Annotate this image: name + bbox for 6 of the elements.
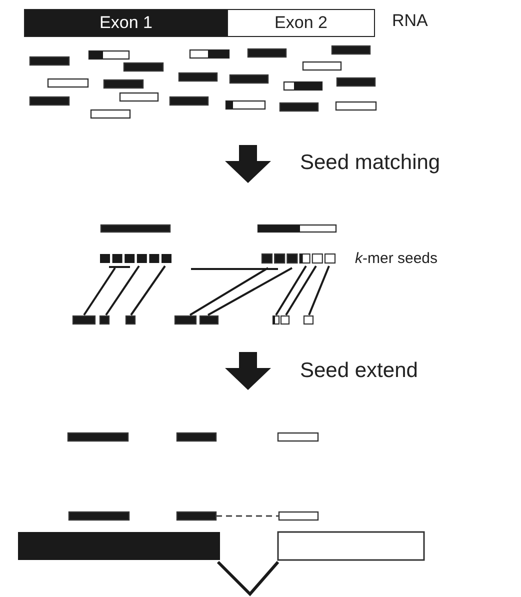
step-title: Seed matching — [300, 151, 440, 175]
rna-label: RNA — [392, 11, 428, 31]
exon-box: Exon 1 — [24, 9, 228, 37]
exon-box: Exon 2 — [227, 9, 375, 37]
step-title: Seed extend — [300, 359, 418, 383]
seed-label: k-mer seeds — [355, 250, 438, 267]
